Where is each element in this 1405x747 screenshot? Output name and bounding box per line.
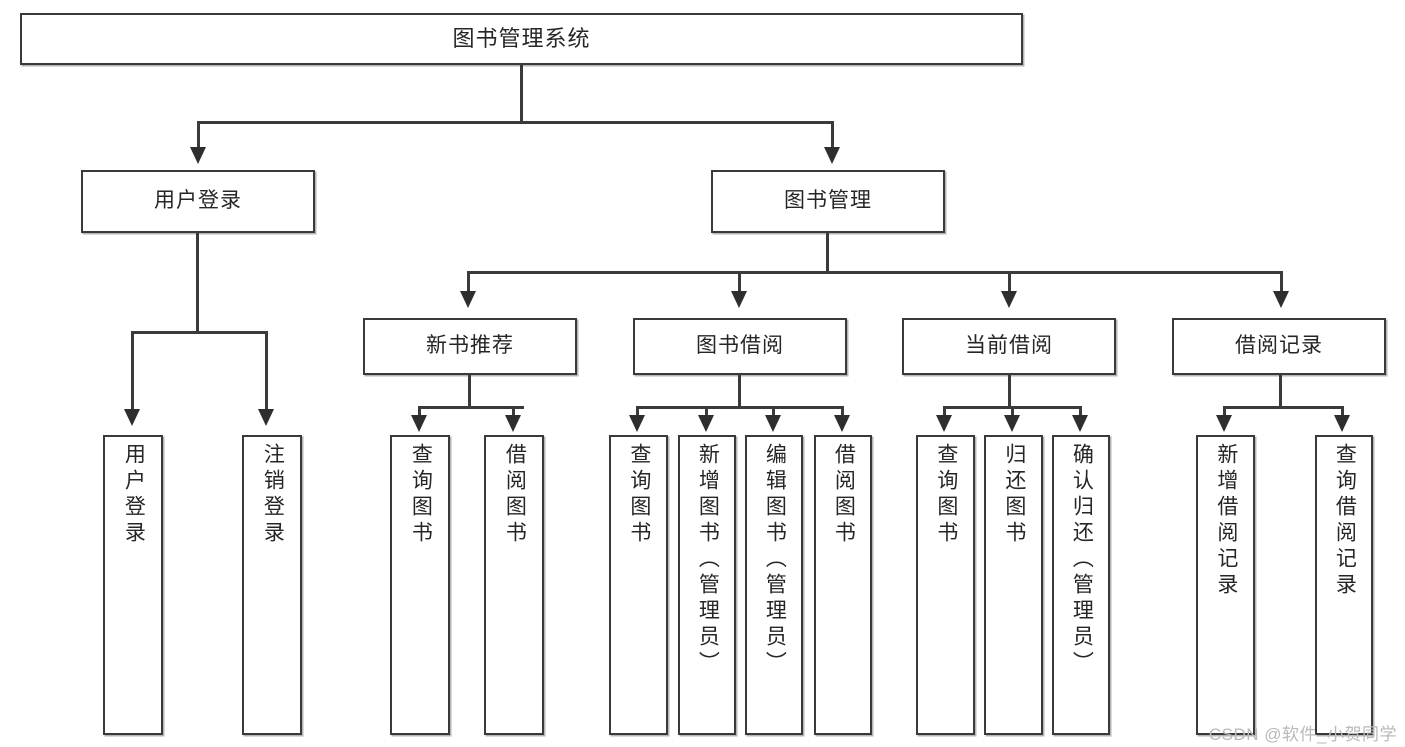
connector-borrow-bar <box>636 406 843 409</box>
arrow-borrow-to-leaf1 <box>629 415 645 432</box>
node-book-management[interactable]: 图书管理 <box>711 170 945 233</box>
arrow-current-to-leaf1 <box>936 415 952 432</box>
node-new-book-recommend[interactable]: 新书推荐 <box>363 318 577 375</box>
node-book-borrow[interactable]: 图书借阅 <box>633 318 847 375</box>
leaf-record-add[interactable]: 新增借阅记录 <box>1196 435 1255 735</box>
connector-current-to-leaf1 <box>943 406 946 418</box>
connector-login-stem <box>196 233 199 333</box>
connector-borrow-to-leaf4 <box>841 406 844 418</box>
node-label: 用户登录 <box>154 189 242 213</box>
arrow-borrow-to-leaf4 <box>834 415 850 432</box>
connector-books-to-borrow <box>738 271 741 293</box>
arrow-login-to-leaf1 <box>124 409 140 426</box>
node-label: 借阅记录 <box>1235 334 1323 358</box>
connector-record-to-leaf2 <box>1341 406 1344 418</box>
arrow-books-to-record <box>1273 291 1289 308</box>
node-borrow-record[interactable]: 借阅记录 <box>1172 318 1386 375</box>
connector-current-to-leaf3 <box>1079 406 1082 418</box>
node-label: 归还图书 <box>1002 443 1026 547</box>
arrow-borrow-to-leaf3 <box>765 415 781 432</box>
node-root-system[interactable]: 图书管理系统 <box>20 13 1023 65</box>
node-label: 注销登录 <box>261 443 285 547</box>
connector-borrow-stem <box>738 375 741 408</box>
connector-root-to-books <box>831 121 834 149</box>
connector-books-to-new <box>467 271 470 293</box>
leaf-borrow-query-book[interactable]: 查询图书 <box>609 435 668 735</box>
connector-new-bar <box>418 406 524 409</box>
connector-borrow-to-leaf2 <box>705 406 708 418</box>
node-label: 用户登录 <box>122 443 146 547</box>
arrow-root-to-login <box>190 147 206 164</box>
node-label: 新书推荐 <box>426 334 514 358</box>
connector-new-to-leaf1 <box>418 406 421 418</box>
connector-current-stem <box>1008 375 1011 408</box>
node-label: 确认归还（管理员） <box>1070 443 1094 677</box>
node-label: 新增图书（管理员） <box>696 443 720 677</box>
node-label: 查询图书 <box>409 443 433 547</box>
arrow-books-to-borrow <box>731 291 747 308</box>
node-label: 借阅图书 <box>832 443 856 547</box>
leaf-new-query-book[interactable]: 查询图书 <box>390 435 450 735</box>
node-label: 图书管理系统 <box>452 26 591 52</box>
arrow-borrow-to-leaf2 <box>698 415 714 432</box>
connector-new-to-leaf2 <box>512 406 515 418</box>
arrow-books-to-current <box>1001 291 1017 308</box>
arrow-books-to-new <box>460 291 476 308</box>
node-user-login[interactable]: 用户登录 <box>81 170 315 233</box>
leaf-user-login[interactable]: 用户登录 <box>103 435 163 735</box>
connector-root-to-login <box>197 121 200 149</box>
connector-borrow-to-leaf3 <box>772 406 775 418</box>
arrow-new-to-leaf1 <box>411 415 427 432</box>
connector-current-to-leaf2 <box>1011 406 1014 418</box>
leaf-borrow-edit-book[interactable]: 编辑图书（管理员） <box>745 435 803 735</box>
connector-record-to-leaf1 <box>1223 406 1226 418</box>
leaf-borrow-lend-book[interactable]: 借阅图书 <box>814 435 872 735</box>
connector-login-to-leaf1 <box>131 331 134 411</box>
node-label: 借阅图书 <box>503 443 527 547</box>
node-current-borrow[interactable]: 当前借阅 <box>902 318 1116 375</box>
connector-books-stem <box>826 233 829 273</box>
watermark-text: CSDN @软件_小贺同学 <box>1208 725 1397 744</box>
arrow-current-to-leaf2 <box>1004 415 1020 432</box>
node-label: 新增借阅记录 <box>1214 443 1238 599</box>
leaf-current-return-book[interactable]: 归还图书 <box>984 435 1043 735</box>
node-label: 编辑图书（管理员） <box>763 443 787 677</box>
node-label: 查询借阅记录 <box>1333 443 1357 599</box>
leaf-record-query[interactable]: 查询借阅记录 <box>1315 435 1373 735</box>
connector-login-bar <box>131 331 267 334</box>
leaf-current-query-book[interactable]: 查询图书 <box>916 435 975 735</box>
arrow-login-to-leaf2 <box>258 409 274 426</box>
connector-record-stem <box>1279 375 1282 408</box>
arrow-new-to-leaf2 <box>505 415 521 432</box>
leaf-current-confirm-return[interactable]: 确认归还（管理员） <box>1052 435 1110 735</box>
arrow-current-to-leaf3 <box>1072 415 1088 432</box>
leaf-logout[interactable]: 注销登录 <box>242 435 302 735</box>
connector-root-stem <box>520 65 523 123</box>
connector-books-to-record <box>1280 271 1283 293</box>
node-label: 图书管理 <box>784 189 872 213</box>
node-label: 查询图书 <box>627 443 651 547</box>
arrow-record-to-leaf1 <box>1216 415 1232 432</box>
leaf-new-borrow-book[interactable]: 借阅图书 <box>484 435 544 735</box>
connector-root-bar <box>197 121 834 124</box>
connector-books-to-current <box>1008 271 1011 293</box>
node-label: 图书借阅 <box>696 334 784 358</box>
connector-record-bar <box>1223 406 1343 409</box>
connector-borrow-to-leaf1 <box>636 406 639 418</box>
arrow-record-to-leaf2 <box>1334 415 1350 432</box>
arrow-root-to-books <box>824 147 840 164</box>
leaf-borrow-add-book[interactable]: 新增图书（管理员） <box>678 435 736 735</box>
node-label: 当前借阅 <box>965 334 1053 358</box>
node-label: 查询图书 <box>934 443 958 547</box>
connector-login-to-leaf2 <box>265 331 268 411</box>
connector-books-bar <box>467 271 1283 274</box>
connector-new-stem <box>468 375 471 408</box>
